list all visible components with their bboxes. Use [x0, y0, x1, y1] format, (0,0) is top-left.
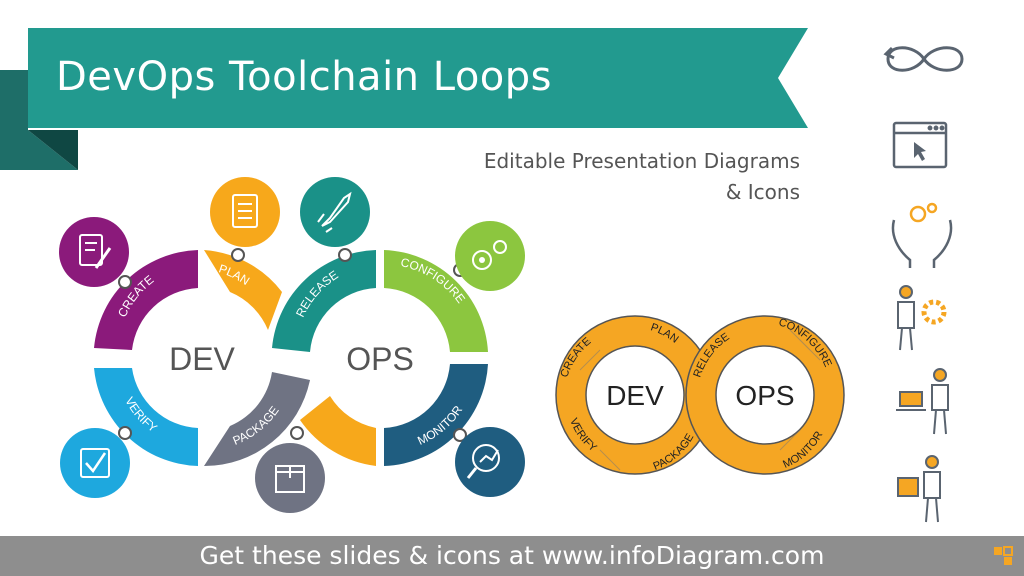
- connector-dots: [118, 248, 467, 442]
- sketch-rings: [555, 315, 845, 475]
- side-icon-column: [883, 46, 964, 523]
- package-segment: [204, 372, 310, 467]
- rocket-icon: [300, 177, 370, 247]
- monitor-segment: [384, 364, 488, 466]
- plan-segment: [204, 250, 282, 330]
- sketch-hatching: [569, 329, 821, 471]
- subtitle: Editable Presentation Diagrams & Icons: [484, 146, 800, 208]
- sketch-dev-label: DEV: [606, 380, 664, 411]
- person-box-icon: [897, 455, 941, 523]
- ops-label: OPS: [346, 341, 414, 377]
- sketch-ops-label: OPS: [735, 380, 794, 411]
- sketch-ops-center: [717, 347, 813, 443]
- box-icon: [255, 443, 325, 513]
- footer-bar: Get these slides & icons at www.infoDiag…: [0, 536, 1024, 576]
- document-pen-icon: [59, 217, 129, 287]
- configure-segment: [384, 250, 488, 352]
- verify-segment: [94, 368, 198, 466]
- footer-text[interactable]: Get these slides & icons at www.infoDiag…: [199, 541, 825, 570]
- hands-gears-icon: [891, 202, 953, 268]
- create-segment: [94, 250, 198, 350]
- title-banner: [0, 28, 808, 170]
- release-segment: [272, 250, 376, 352]
- infinity-arrow-icon: [883, 46, 964, 72]
- checklist-icon: [210, 177, 280, 247]
- sketch-dev-center: [587, 347, 683, 443]
- gears-icon: [455, 221, 525, 291]
- browser-cursor-icon: [892, 121, 948, 169]
- ops-lower-orange-segment: [300, 396, 376, 466]
- infodiagram-logo: [994, 546, 1013, 565]
- person-laptop-icon: [896, 368, 949, 435]
- page-title: DevOps Toolchain Loops: [56, 54, 552, 100]
- subtitle-line-1: Editable Presentation Diagrams: [483, 149, 800, 173]
- subtitle-line-2: & Icons: [725, 180, 800, 204]
- magnifier-chart-icon: [455, 427, 525, 497]
- person-gear-icon: [897, 285, 947, 351]
- dev-label: DEV: [169, 341, 235, 377]
- checkbox-icon: [60, 428, 130, 498]
